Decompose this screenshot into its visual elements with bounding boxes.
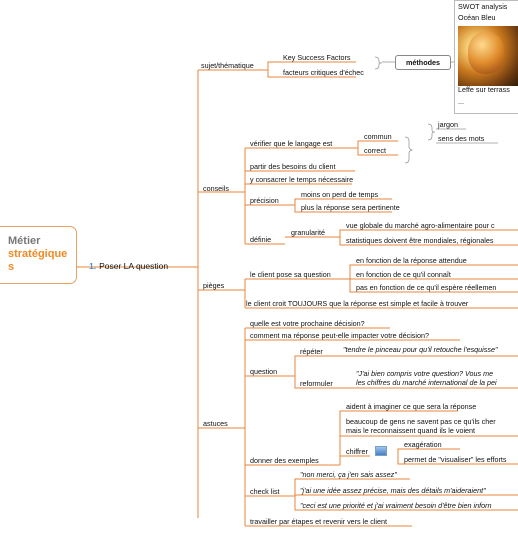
node-moins[interactable]: moins on perd de temps — [301, 190, 379, 199]
node-check-2[interactable]: "j'ai une idée assez précise, mais des d… — [300, 486, 486, 495]
monitor-icon — [375, 446, 387, 456]
node-exemples[interactable]: donner des exemples — [250, 456, 319, 465]
node-exageration[interactable]: exagération — [404, 440, 442, 449]
beer-glass-image — [468, 32, 504, 74]
node-travailler[interactable]: travailler par étapes et revenir vers le… — [250, 517, 388, 526]
node-sujet[interactable]: sujet/thématique — [201, 61, 254, 70]
node-check-1[interactable]: "non merci, ça j'en sais assez" — [300, 470, 397, 479]
node-client-croit[interactable]: le client croit TOUJOURS que la réponse … — [246, 299, 469, 308]
node-checklist[interactable]: check list — [250, 487, 280, 496]
method-swot[interactable]: SWOT analysis — [458, 2, 508, 11]
node-methodes[interactable]: méthodes — [395, 55, 451, 70]
branch-label: Poser LA question — [99, 261, 169, 271]
node-verifier[interactable]: vérifier que le langage est — [250, 139, 333, 148]
node-pose-question[interactable]: le client pose sa question — [250, 270, 331, 279]
node-sens[interactable]: sens des mots — [438, 134, 485, 143]
root-title-line3: s — [8, 261, 15, 273]
node-vue-globale[interactable]: vue globale du marché agro-alimentaire p… — [346, 221, 495, 230]
node-correct[interactable]: correct — [364, 146, 386, 155]
branch-number: 1. — [89, 261, 97, 271]
node-consacrer[interactable]: y consacrer le temps nécessaire — [250, 175, 354, 184]
node-repeter-quote[interactable]: "tendre le pinceau pour qu'il retouche l… — [343, 345, 498, 354]
node-prochaine-decision[interactable]: quelle est votre prochaine décision? — [250, 319, 365, 328]
node-aident[interactable]: aident à imaginer ce que sera la réponse — [346, 402, 477, 411]
node-astuces[interactable]: astuces — [203, 419, 228, 428]
branch-poser-question[interactable]: 1.Poser LA question — [89, 261, 168, 271]
node-partir[interactable]: partir des besoins du client — [250, 162, 336, 171]
node-check-3[interactable]: "ceci est une priorité et j'ai vraiment … — [300, 501, 492, 510]
node-statistiques[interactable]: statistiques doivent être mondiales, rég… — [346, 236, 494, 245]
node-question[interactable]: question — [250, 367, 278, 376]
node-espere[interactable]: pas en fonction de ce qu'il espère réell… — [356, 283, 497, 292]
node-plus[interactable]: plus la réponse sera pertinente — [301, 203, 400, 212]
method-ocean-bleu[interactable]: Océan Bleu — [458, 13, 496, 22]
root-title-line2: stratégique — [8, 248, 68, 260]
node-jargon[interactable]: jargon — [438, 120, 458, 129]
node-precision[interactable]: précision — [250, 196, 279, 205]
node-beaucoup-2[interactable]: mais le reconnaissent quand ils le voien… — [346, 426, 476, 435]
node-reformuler-quote-1[interactable]: "J'ai bien compris votre question? Vous … — [356, 369, 494, 378]
node-definie[interactable]: définie — [250, 235, 272, 244]
root-title-line1: Métier — [8, 235, 41, 247]
method-leffe[interactable]: Leffe sur terrass — [458, 85, 510, 94]
node-impacter-decision[interactable]: comment ma réponse peut-elle impacter vo… — [250, 331, 429, 340]
node-facteurs[interactable]: facteurs critiques d'échec — [283, 68, 364, 77]
node-chiffrer[interactable]: chiffrer — [346, 447, 368, 456]
node-pieges[interactable]: pièges — [203, 281, 225, 290]
node-reponse-attendue[interactable]: en fonction de la réponse attendue — [356, 256, 467, 265]
node-permet-visualiser[interactable]: permet de "visualiser" les efforts — [404, 455, 507, 464]
node-ce-quil-connait[interactable]: en fonction de ce qu'il connaît — [356, 270, 451, 279]
node-repeter[interactable]: répéter — [300, 347, 323, 356]
node-granularite[interactable]: granularité — [291, 228, 325, 237]
node-beaucoup-1[interactable]: beaucoup de gens ne savent pas ce qu'ils… — [346, 417, 496, 426]
node-conseils[interactable]: conseils — [203, 184, 229, 193]
method-more[interactable]: ... — [458, 97, 464, 106]
node-commun[interactable]: commun — [364, 132, 392, 141]
root-node[interactable]: Métier stratégique s — [0, 226, 77, 284]
node-key-success[interactable]: Key Success Factors — [283, 53, 351, 62]
node-reformuler[interactable]: reformuler — [300, 379, 333, 388]
node-reformuler-quote-2[interactable]: les chiffres du marché international de … — [356, 378, 497, 387]
